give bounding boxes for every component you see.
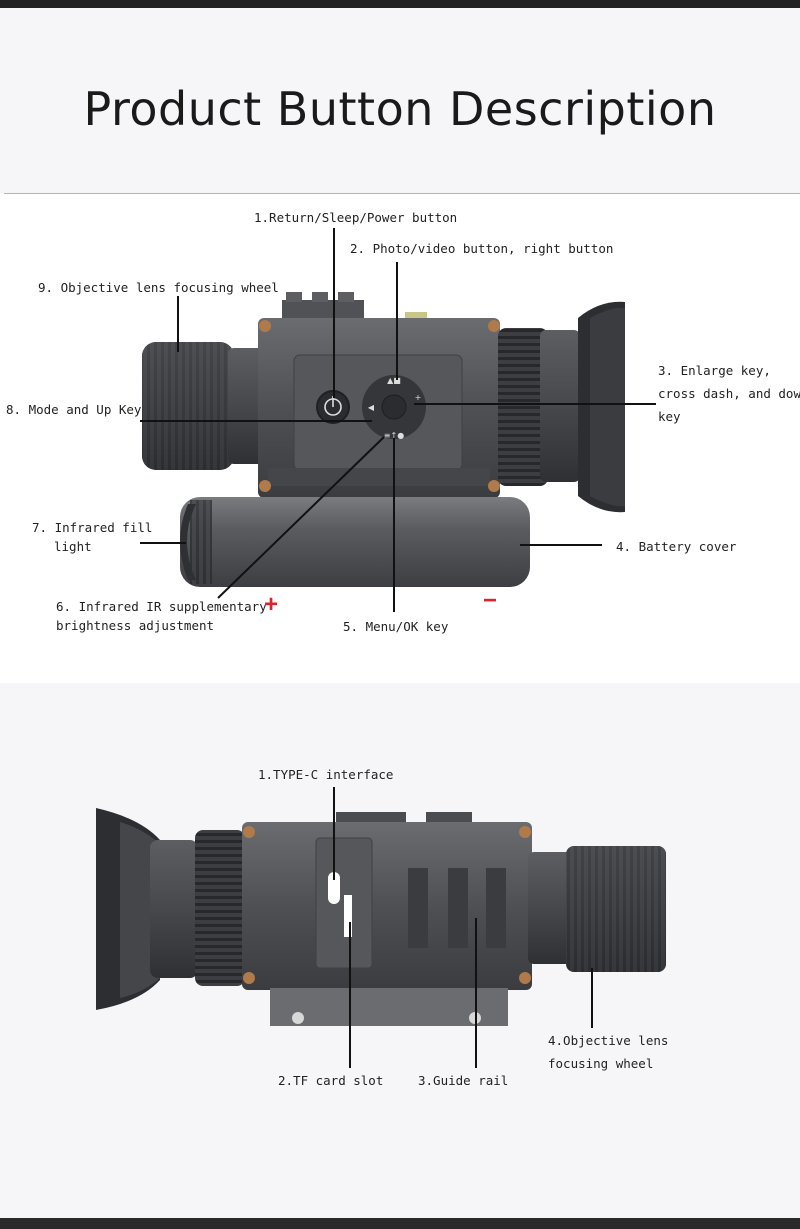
label-side-objective-2: focusing wheel xyxy=(548,1056,653,1071)
label-side-objective-1: 4.Objective lens xyxy=(548,1033,668,1048)
page-title: Product Button Description xyxy=(83,82,717,136)
side-body xyxy=(242,812,532,990)
label-power-button: 1.Return/Sleep/Power button xyxy=(254,210,457,225)
label-infrared-fill-2: light xyxy=(54,539,92,554)
plus-sign: + xyxy=(264,591,278,618)
label-enlarge-key-1: 3. Enlarge key, xyxy=(658,363,771,378)
label-menu-ok-key: 5. Menu/OK key xyxy=(343,619,449,634)
side-guide-rail xyxy=(270,868,508,1026)
label-guide-rail: 3.Guide rail xyxy=(418,1073,508,1088)
svg-text:▲■: ▲■ xyxy=(387,376,401,385)
label-tf-card: 2.TF card slot xyxy=(278,1073,383,1088)
scope-diagram-front: ▲■ ◀ + ≡↑● 1.Return/Sleep/Power button 2… xyxy=(6,210,800,634)
top-rail xyxy=(282,292,427,320)
label-enlarge-key-3: key xyxy=(658,409,681,424)
minus-sign: − xyxy=(483,587,497,614)
battery-cover xyxy=(180,497,530,587)
leader-lines xyxy=(140,228,656,612)
label-objective-wheel: 9. Objective lens focusing wheel xyxy=(38,280,279,295)
control-buttons: ▲■ ◀ + ≡↑● xyxy=(316,375,426,440)
divider-line xyxy=(4,193,800,194)
side-leader-lines xyxy=(333,787,593,1068)
svg-text:≡↑●: ≡↑● xyxy=(384,431,404,440)
label-battery-cover: 4. Battery cover xyxy=(616,539,737,554)
main-body xyxy=(258,318,500,498)
label-type-c: 1.TYPE-C interface xyxy=(258,767,393,782)
side-objective xyxy=(528,846,666,972)
label-infrared-fill-1: 7. Infrared fill xyxy=(32,520,152,535)
bottom-bar xyxy=(0,1218,800,1229)
label-ir-adjust-1: 6. Infrared IR supplementary xyxy=(56,599,267,614)
top-bar xyxy=(0,0,800,8)
svg-text:+: + xyxy=(415,393,422,402)
label-photo-video-button: 2. Photo/video button, right button xyxy=(350,241,613,256)
label-enlarge-key-2: cross dash, and down xyxy=(658,386,800,401)
label-ir-adjust-2: brightness adjustment xyxy=(56,618,214,633)
svg-text:◀: ◀ xyxy=(368,403,375,412)
label-mode-up-key: 8. Mode and Up Key xyxy=(6,402,142,417)
objective-lens xyxy=(142,342,268,470)
side-eyepiece xyxy=(96,808,245,1010)
eyepiece xyxy=(498,301,625,513)
